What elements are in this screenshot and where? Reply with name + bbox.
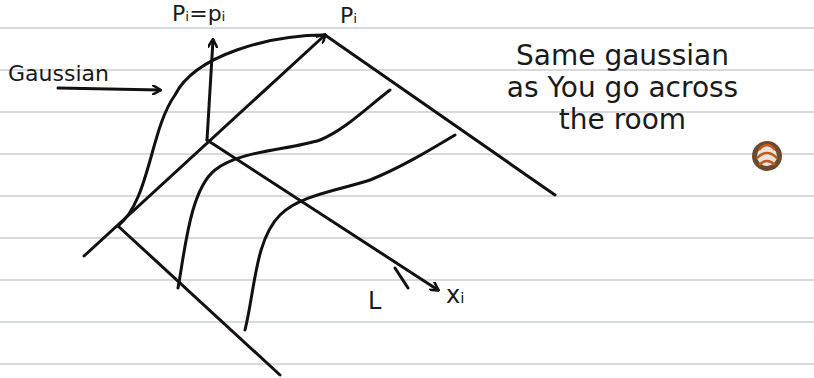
curve-label: Gaussian [8, 62, 109, 86]
badge-icon [752, 141, 782, 171]
axis-label: xᵢ [446, 282, 465, 308]
axis-label: Pᵢ [340, 4, 357, 28]
axis-label: Pᵢ=pᵢ [172, 2, 226, 26]
ruled-lines [0, 28, 814, 364]
side-note: Same gaussian as You go across the room [500, 40, 745, 137]
length-label: L [368, 288, 381, 314]
axes-and-curves [58, 35, 555, 375]
